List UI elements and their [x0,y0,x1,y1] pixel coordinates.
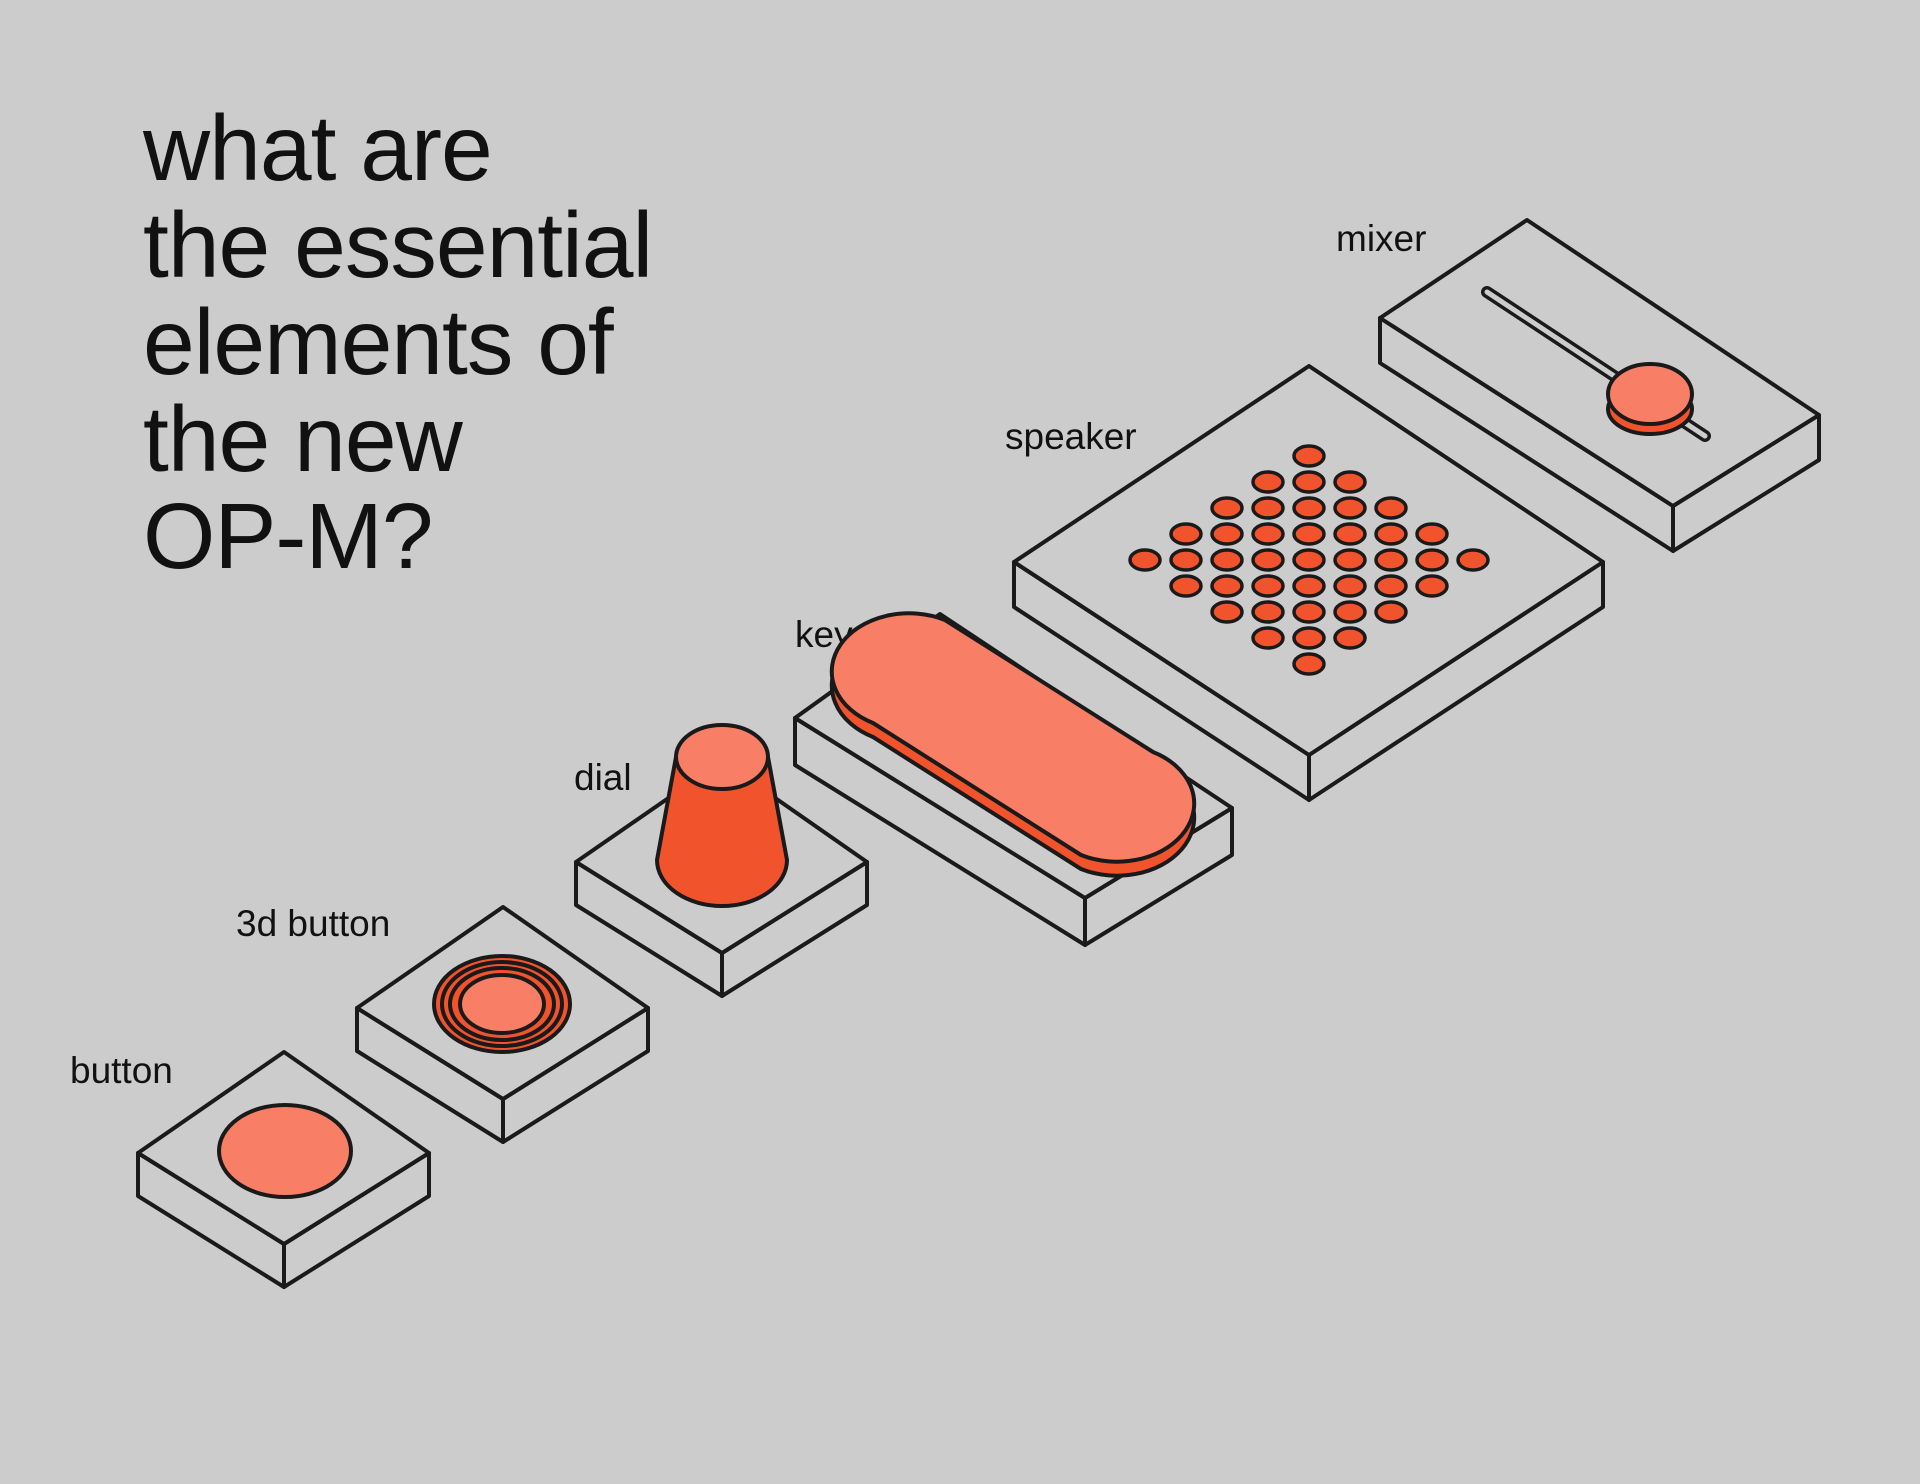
speaker-hole [1415,522,1449,546]
speaker-hole [1292,444,1326,468]
headline-line-3: elements of [143,290,614,394]
speaker-hole [1333,600,1367,624]
speaker-hole [1251,470,1285,494]
speaker-grille [1128,444,1490,676]
3d-button-element [355,905,650,1144]
speaker-element [1012,364,1605,802]
speaker-hole [1333,522,1367,546]
speaker-hole [1333,574,1367,598]
speaker-hole [1374,600,1408,624]
label-dial: dial [574,757,632,798]
3d-button-cap [458,973,546,1035]
speaker-hole [1374,522,1408,546]
speaker-hole [1415,574,1449,598]
headline-line-5: OP-M? [143,484,434,588]
label-speaker: speaker [1005,416,1137,457]
button-cap [217,1103,353,1199]
speaker-hole [1292,522,1326,546]
speaker-hole [1251,626,1285,650]
speaker-hole [1251,522,1285,546]
speaker-hole [1128,548,1162,572]
label-button: button [70,1050,173,1091]
speaker-hole [1292,548,1326,572]
speaker-hole [1210,496,1244,520]
speaker-hole [1333,548,1367,572]
headline-line-4: the new [143,387,463,491]
speaker-hole [1374,548,1408,572]
mixer-fader-cap [1606,362,1694,426]
speaker-hole [1210,548,1244,572]
speaker-hole [1251,548,1285,572]
speaker-hole [1374,574,1408,598]
key-cap-top [829,611,1197,864]
speaker-hole [1210,522,1244,546]
label-mixer: mixer [1336,218,1427,259]
speaker-hole [1292,496,1326,520]
speaker-hole [1374,496,1408,520]
speaker-hole [1169,522,1203,546]
headline: what are the essential elements of the n… [143,96,653,588]
speaker-hole [1292,574,1326,598]
speaker-hole [1415,548,1449,572]
speaker-hole [1169,548,1203,572]
speaker-hole [1292,470,1326,494]
headline-line-1: what are [143,96,493,200]
dial-element [574,723,869,998]
dial-knob-body [655,755,789,908]
speaker-hole [1333,626,1367,650]
speaker-hole [1292,652,1326,676]
speaker-hole [1210,574,1244,598]
speaker-hole [1292,626,1326,650]
speaker-hole [1251,496,1285,520]
label-3d-button: 3d button [236,903,391,944]
speaker-hole [1251,600,1285,624]
speaker-hole [1456,548,1490,572]
speaker-hole [1333,470,1367,494]
headline-line-2: the essential [143,193,653,297]
speaker-hole [1169,574,1203,598]
speaker-hole [1333,496,1367,520]
speaker-hole [1251,574,1285,598]
speaker-hole [1210,600,1244,624]
dial-knob-top [674,723,770,791]
speaker-hole [1292,600,1326,624]
key-element [793,611,1234,947]
button-element [136,1050,431,1289]
mixer-element [1378,218,1821,553]
